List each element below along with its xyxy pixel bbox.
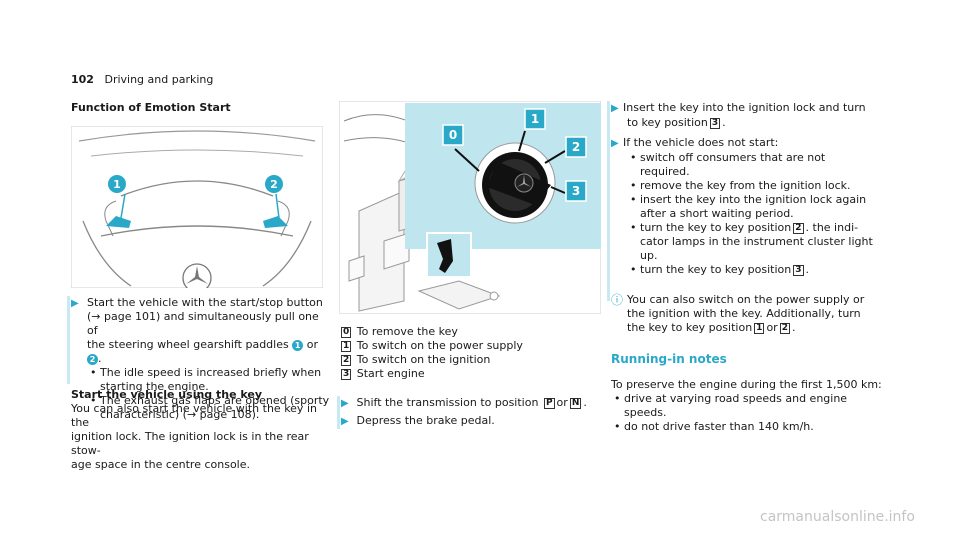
- section-title: Driving and parking: [104, 73, 214, 86]
- step-marker-bar: [337, 396, 340, 429]
- svg-text:0: 0: [449, 128, 457, 142]
- svg-text:1: 1: [531, 112, 539, 126]
- list-item: The exhaust gas flaps are opened (sporty…: [90, 394, 332, 422]
- step-arrow-icon: ▶: [611, 138, 619, 149]
- callout-1-icon: 1: [292, 340, 304, 351]
- info-note: ⓘ You can also switch on the power suppl…: [611, 293, 865, 334]
- ignition-illustration: 0 1 2 3: [339, 101, 601, 314]
- legend-item: 3 Start engine: [341, 367, 425, 380]
- step-start-text: Start the vehicle with the start/stop bu…: [87, 296, 332, 422]
- legend-list: 0 To remove the key 1 To switch on the p…: [339, 325, 601, 381]
- list-item: insert the key into the ignition lock ag…: [630, 193, 901, 221]
- runin-heading: Running-in notes: [611, 352, 727, 366]
- legend-item: 0 To remove the key: [341, 325, 458, 338]
- list-item: remove the key from the ignition lock.: [630, 179, 901, 193]
- info-icon: ⓘ: [611, 293, 624, 307]
- list-item: The idle speed is increased briefly when…: [90, 366, 332, 394]
- svg-text:2: 2: [572, 140, 580, 154]
- step-no-start: ▶If the vehicle does not start: switch o…: [611, 136, 901, 277]
- key-paragraph: You can also start the vehicle with the …: [71, 402, 317, 471]
- callout-1: [108, 175, 126, 193]
- svg-text:2: 2: [270, 178, 278, 191]
- runin-section: To preserve the engine during the first …: [611, 378, 901, 434]
- step-brake: ▶ Depress the brake pedal.: [341, 414, 495, 427]
- step-arrow-icon: ▶: [341, 398, 349, 409]
- svg-text:1: 1: [113, 178, 121, 191]
- svg-text:3: 3: [572, 184, 580, 198]
- page-number: 102: [71, 73, 94, 86]
- list-item: switch off consumers that are notrequire…: [630, 151, 901, 179]
- step-arrow-icon: ▶: [341, 416, 349, 427]
- list-item: drive at varying road speeds and engines…: [614, 392, 901, 420]
- legend-item: 2 To switch on the ignition: [341, 353, 491, 366]
- steering-wheel-illustration: 1 2: [71, 126, 323, 288]
- step-arrow-icon: ▶: [611, 103, 619, 114]
- list-item: do not drive faster than 140 km/h.: [614, 420, 901, 434]
- page-header: 102 Driving and parking: [71, 73, 213, 87]
- subheading: Start the vehicle using the key: [71, 388, 263, 401]
- step-arrow-icon: ▶: [71, 298, 79, 309]
- step-insert-key: ▶Insert the key into the ignition lock a…: [611, 101, 866, 129]
- section-heading: Function of Emotion Start: [71, 101, 231, 114]
- callout-2-icon: 2: [87, 354, 98, 365]
- step-marker-bar: [607, 101, 610, 301]
- watermark: carmanualsonline.info: [760, 509, 915, 525]
- callout-2: [265, 175, 283, 193]
- step-start-vehicle: ▶: [71, 296, 83, 311]
- legend-item: 1 To switch on the power supply: [341, 339, 523, 352]
- step-marker-bar: [67, 296, 70, 384]
